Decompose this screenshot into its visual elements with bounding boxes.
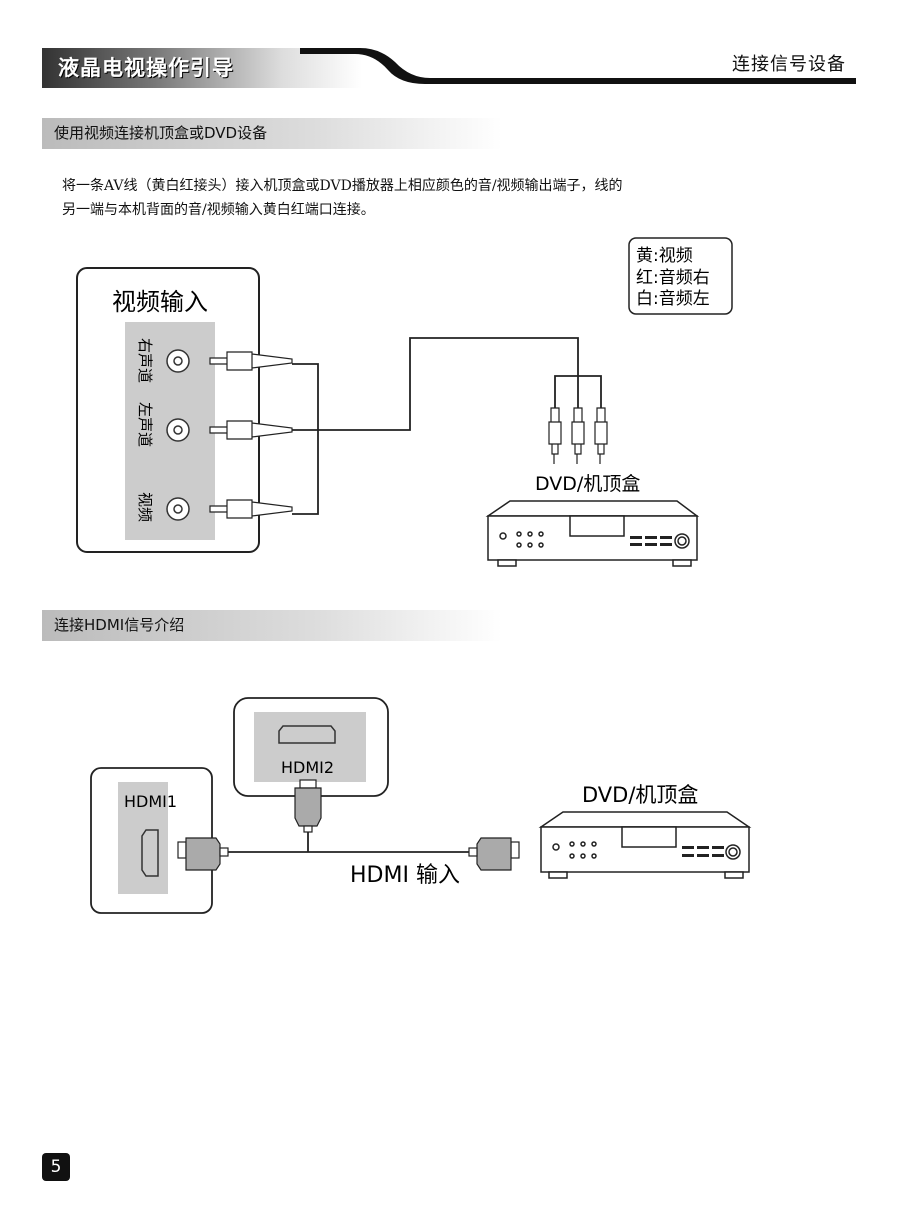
paragraph-line: 另一端与本机背面的音/视频输入黄白红端口连接。 (62, 202, 375, 218)
port-label: 左声道 (136, 402, 154, 447)
av-cable (292, 337, 602, 515)
hdmi-connection-diagram: HDMI1 HDMI2 HDMI 输入 DVD/机顶盒 (90, 697, 752, 914)
hdmi-cable-label: HDMI 输入 (350, 863, 460, 888)
hdmi2-label: HDMI2 (281, 758, 334, 777)
legend-item: 红:音频右 (636, 268, 710, 288)
dvd-player-icon (485, 500, 700, 567)
device-label: DVD/机顶盒 (535, 473, 640, 495)
hdmi1-label: HDMI1 (124, 792, 177, 811)
header-swoosh (300, 48, 856, 84)
hdmi-cable (228, 832, 469, 853)
header-section-name: 连接信号设备 (732, 54, 846, 75)
hdmi-port-icon (141, 829, 159, 877)
port-label: 右声道 (136, 338, 154, 383)
section-heading-hdmi: 连接HDMI信号介绍 (42, 610, 502, 641)
legend-item: 黄:视频 (636, 246, 693, 266)
av-connection-diagram: 视频输入 右声道 左声道 视频 黄:视频 红:音频右 (76, 237, 733, 567)
panel-title: 视频输入 (112, 288, 208, 316)
hdmi-port-icon (278, 725, 336, 744)
dvd-buttons (630, 536, 672, 546)
color-legend-box (628, 237, 733, 315)
instruction-paragraph: 将一条AV线（黄白红接头）接入机顶盒或DVD播放器上相应颜色的音/视频输出端子，… (62, 174, 623, 222)
legend-item: 白:音频左 (636, 289, 710, 309)
hdmi-plugs (177, 779, 520, 871)
header-title: 液晶电视操作引导 (42, 48, 362, 88)
section-heading-av: 使用视频连接机顶盒或DVD设备 (42, 118, 502, 149)
page-number: 5 (42, 1153, 70, 1181)
device-label: DVD/机顶盒 (582, 783, 698, 807)
dvd-player-icon (538, 811, 752, 879)
paragraph-line: 将一条AV线（黄白红接头）接入机顶盒或DVD播放器上相应颜色的音/视频输出端子，… (62, 178, 623, 194)
rca-jacks (166, 349, 190, 521)
rca-plugs (209, 351, 293, 519)
port-label: 视频 (136, 492, 154, 522)
rca-cable-plugs (548, 407, 608, 464)
